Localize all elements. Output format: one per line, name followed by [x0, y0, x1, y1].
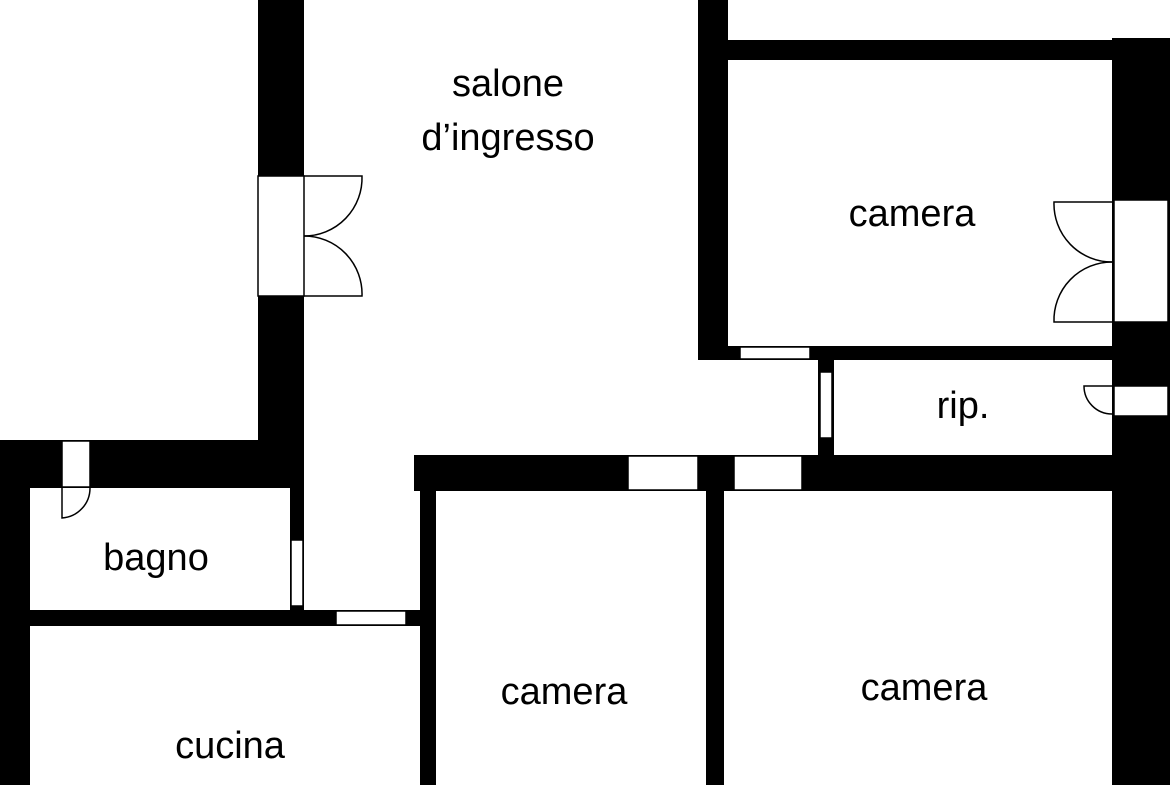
wall-salone-left-upper	[258, 0, 304, 176]
room-label-salone-line1: salone	[452, 63, 564, 105]
door-swing-camera-lower-icon	[1053, 261, 1113, 323]
door-swing-rip-icon	[1083, 385, 1113, 415]
door-swings	[61, 175, 1113, 519]
opening-rip-left	[819, 371, 833, 439]
openings	[61, 175, 1169, 626]
room-label-salone-line2: d’ingresso	[421, 117, 594, 159]
room-label-rip: rip.	[937, 385, 990, 427]
opening-corridor-2	[733, 455, 803, 491]
room-label-bagno: bagno	[103, 537, 209, 579]
wall-bagno-bottom	[0, 610, 430, 626]
door-swing-bagno-icon	[61, 487, 91, 519]
room-label-camera-bottom-right: camera	[861, 667, 989, 709]
room-label-cucina: cucina	[175, 725, 286, 767]
opening-bagno-bottom	[335, 610, 407, 626]
door-swing-salone-upper-icon	[303, 175, 363, 237]
door-swing-camera-upper-icon	[1053, 201, 1113, 263]
window-right-rip	[1113, 385, 1169, 417]
wall-camera-middle-right	[706, 455, 724, 785]
opening-corridor-1	[627, 455, 699, 491]
room-label-camera-bottom-middle: camera	[501, 671, 629, 713]
room-label-camera-top-right: camera	[849, 193, 977, 235]
opening-bagno-right	[290, 539, 304, 607]
opening-bagno-top	[61, 440, 91, 488]
wall-salone-left-lower	[258, 296, 304, 456]
door-opening-salone-left	[257, 175, 305, 297]
wall-cucina-right	[420, 455, 436, 785]
room-labels: salone d’ingresso camera rip. bagno came…	[103, 63, 989, 767]
opening-camera-top-bottom	[739, 346, 811, 360]
wall-bagno-top	[0, 440, 304, 488]
wall-camera-top-top	[698, 40, 1138, 60]
window-right-camera-top	[1113, 199, 1169, 323]
door-swing-salone-lower-icon	[303, 235, 363, 297]
